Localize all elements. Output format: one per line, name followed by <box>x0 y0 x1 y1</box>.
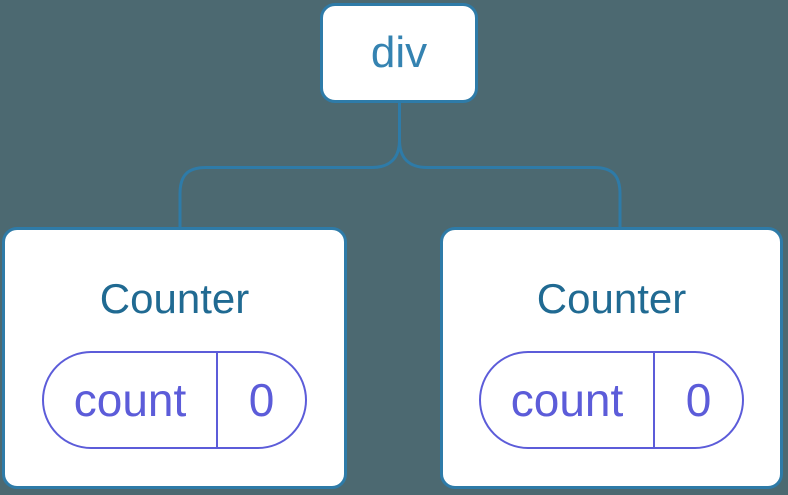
pill-divider <box>653 353 655 447</box>
pill-divider <box>216 353 218 447</box>
root-node-label: div <box>370 28 428 77</box>
state-key: count <box>510 374 624 426</box>
counter-card-left: Counter count 0 <box>2 227 347 489</box>
state-value: 0 <box>248 374 275 426</box>
state-pill: count 0 <box>479 351 744 449</box>
counter-card-right: Counter count 0 <box>440 227 783 489</box>
state-key: count <box>73 374 187 426</box>
connector-right-branch <box>398 103 622 228</box>
state-value: 0 <box>685 374 712 426</box>
connector-left-branch <box>178 103 401 228</box>
root-node: div <box>320 3 478 103</box>
state-pill: count 0 <box>42 351 307 449</box>
component-title: Counter <box>536 275 687 322</box>
component-title: Counter <box>99 275 250 322</box>
